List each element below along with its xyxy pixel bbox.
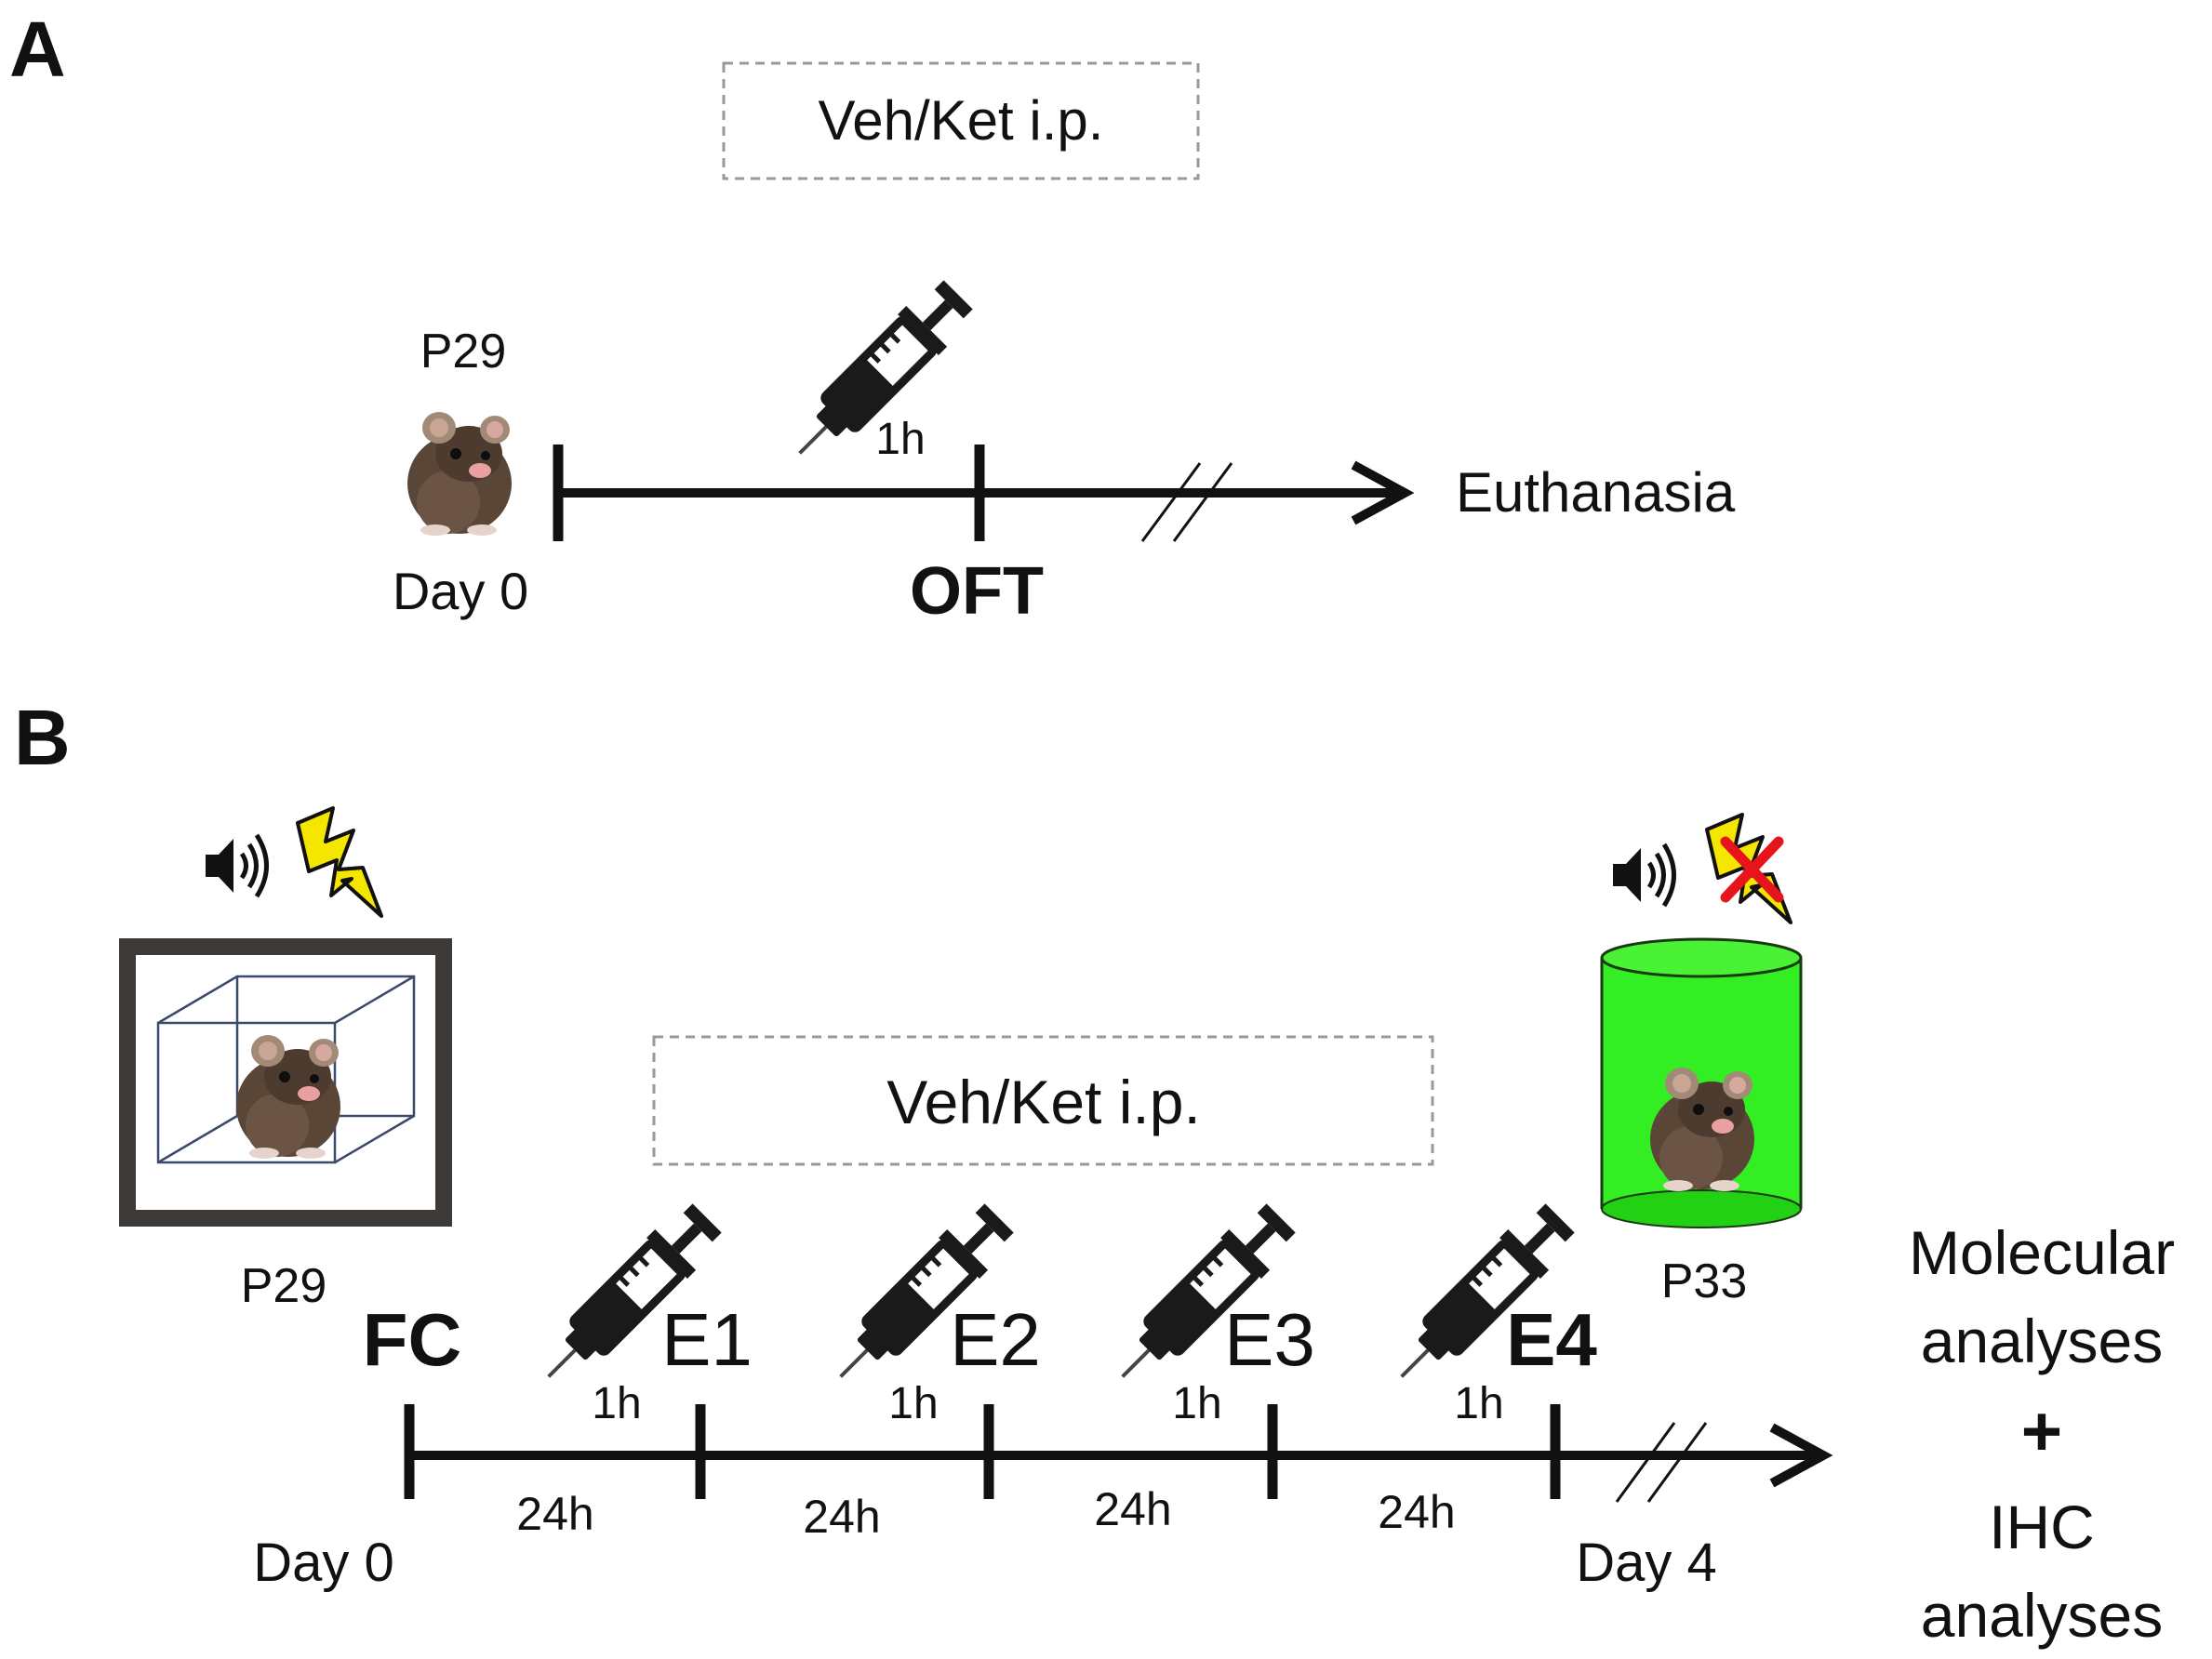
- panel-label-b: B: [14, 694, 71, 781]
- test-label-oft: OFT: [910, 554, 1044, 629]
- start-day-label-b: Day 0: [253, 1533, 394, 1593]
- endpoint-plus: +: [2021, 1392, 2062, 1471]
- end-age-label-b: P33: [1661, 1254, 1748, 1308]
- injection-interval-label: 1h: [592, 1379, 641, 1428]
- red-x-icon: [1720, 836, 1784, 903]
- start-day-label-a: Day 0: [393, 562, 528, 620]
- day-interval-label: 24h: [516, 1488, 593, 1540]
- stage-label-e1: E1: [661, 1298, 753, 1381]
- speaker-icon: [206, 835, 267, 896]
- day-interval-label: 24h: [803, 1491, 880, 1543]
- injection-interval-label: 1h: [888, 1379, 938, 1428]
- mouse-icon: [236, 1035, 340, 1159]
- day-interval-label: 24h: [1378, 1486, 1455, 1538]
- endpoint-line-5: analyses: [1921, 1581, 2164, 1650]
- endpoint-line-4: IHC: [1989, 1493, 2095, 1561]
- mouse-icon: [407, 412, 512, 536]
- injection-interval-label: 1h: [1172, 1379, 1221, 1428]
- stage-label-fc: FC: [363, 1298, 462, 1381]
- speaker-icon: [1613, 844, 1674, 906]
- stage-label-e4: E4: [1506, 1298, 1597, 1381]
- treatment-box-b: [652, 1035, 1434, 1166]
- injection-interval-label: 1h: [1454, 1379, 1503, 1428]
- day-interval-label: 24h: [1094, 1483, 1171, 1535]
- endpoint-label-a: Euthanasia: [1456, 461, 1736, 524]
- endpoint-line-1: Molecular: [1909, 1218, 2175, 1287]
- timeline-a: [553, 445, 1415, 542]
- panel-label-a: A: [9, 6, 66, 93]
- end-day-label-b: Day 4: [1576, 1533, 1717, 1593]
- interval-label-a: 1h: [875, 415, 925, 464]
- endpoint-line-2: analyses: [1921, 1307, 2164, 1375]
- treatment-label-a: Veh/Ket i.p.: [819, 89, 1104, 152]
- lightning-bolt-icon: [296, 806, 383, 918]
- age-label-a: P29: [420, 325, 507, 378]
- mouse-icon: [1650, 1068, 1754, 1191]
- treatment-box-a: [722, 61, 1200, 180]
- stage-label-e3: E3: [1224, 1298, 1315, 1381]
- stage-label-e2: E2: [950, 1298, 1041, 1381]
- timeline-b: [404, 1404, 1833, 1503]
- treatment-label-b: Veh/Ket i.p.: [886, 1068, 1201, 1136]
- start-age-label-b: P29: [241, 1259, 327, 1313]
